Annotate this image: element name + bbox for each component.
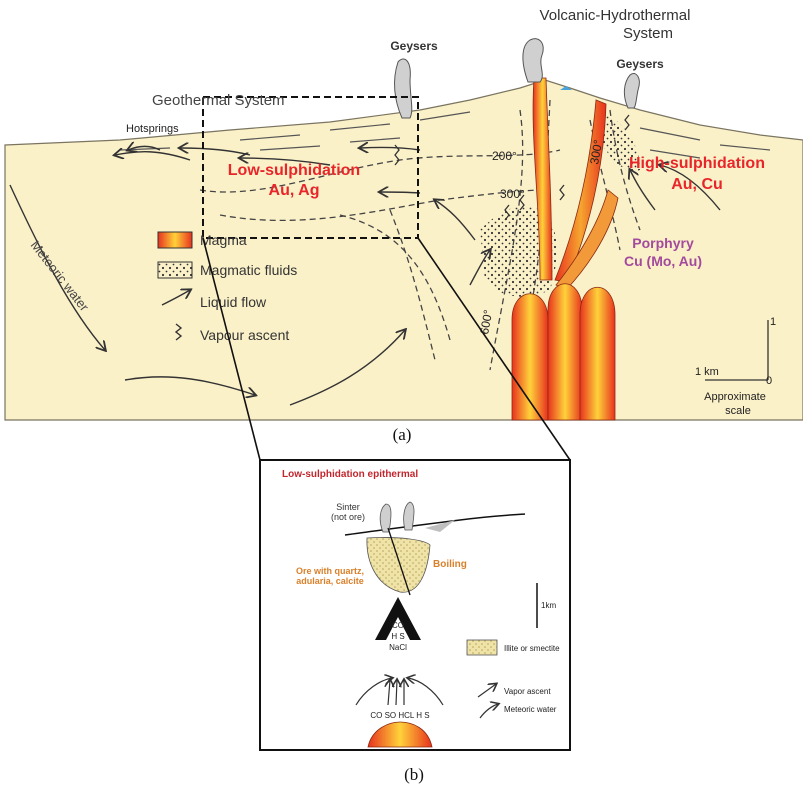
legend-meteoric-label: Meteoric water xyxy=(504,705,557,714)
high-sulphidation-metals: Au, Cu xyxy=(671,176,723,193)
scale-bar-b-label: 1km xyxy=(541,601,556,610)
geothermal-system-label: Geothermal System xyxy=(152,92,285,109)
legend-illite-label: Illite or smectite xyxy=(504,644,560,653)
legend-illite-swatch xyxy=(467,640,497,655)
isotherm-200-label: 200° xyxy=(492,149,517,163)
caption-a: (a) xyxy=(393,425,412,444)
legend-vapour-label: Vapour ascent xyxy=(200,327,289,343)
legend-fluids-swatch xyxy=(158,262,192,278)
bottom-gases-label: CO SO HCL H S xyxy=(370,711,429,720)
isotherm-300-left-label: 300° xyxy=(500,187,525,201)
gas-nacl-label: NaCl xyxy=(389,643,407,652)
porphyry-metals: Cu (Mo, Au) xyxy=(624,253,702,269)
scale-zero-label: 0 xyxy=(766,375,772,387)
ore-label-2: adularia, calcite xyxy=(296,576,364,586)
panel-a: Volcanic-Hydrothermal System Geysers Gey… xyxy=(5,7,803,444)
geysers-label-left: Geysers xyxy=(390,39,438,53)
volcanic-system-label-1: Volcanic-Hydrothermal xyxy=(540,7,691,24)
legend-magma-label: Magma xyxy=(200,232,247,248)
porphyry-label: Porphyry xyxy=(632,235,694,251)
legend-magma-swatch xyxy=(158,232,192,248)
ore-label-1: Ore with quartz, xyxy=(296,566,364,576)
volcanic-plume xyxy=(523,39,543,82)
caption-b: (b) xyxy=(404,765,424,784)
low-sulphidation-metals: Au, Ag xyxy=(269,182,320,199)
sinter-label-1: Sinter xyxy=(336,502,360,512)
panel-b: Low-sulphidation epithermal Sinter (not … xyxy=(260,460,570,784)
panel-b-title: Low-sulphidation epithermal xyxy=(282,469,418,480)
scale-caption-2: scale xyxy=(725,405,751,417)
boiling-label: Boiling xyxy=(433,559,467,570)
geyser-plume-right xyxy=(624,73,639,108)
magma-chambers xyxy=(512,284,615,420)
hotsprings-label: Hotsprings xyxy=(126,123,179,135)
legend-fluids-label: Magmatic fluids xyxy=(200,262,297,278)
scale-1km-label: 1 km xyxy=(695,366,719,378)
legend-liquid-flow-label: Liquid flow xyxy=(200,294,267,310)
gas-co2-label: CO xyxy=(392,621,404,630)
geyser-plume-left xyxy=(395,59,412,118)
scale-vertical-1-label: 1 xyxy=(770,316,776,328)
sinter-label-2: (not ore) xyxy=(331,512,365,522)
legend-vapor-label: Vapor ascent xyxy=(504,687,551,696)
low-sulphidation-label: Low-sulphidation xyxy=(228,162,360,179)
scale-caption-1: Approximate xyxy=(704,391,766,403)
volcanic-system-label-2: System xyxy=(623,25,673,42)
geysers-label-right: Geysers xyxy=(616,57,664,71)
high-sulphidation-label: High-sulphidation xyxy=(629,155,765,172)
gas-h2s-label: H S xyxy=(391,632,404,641)
